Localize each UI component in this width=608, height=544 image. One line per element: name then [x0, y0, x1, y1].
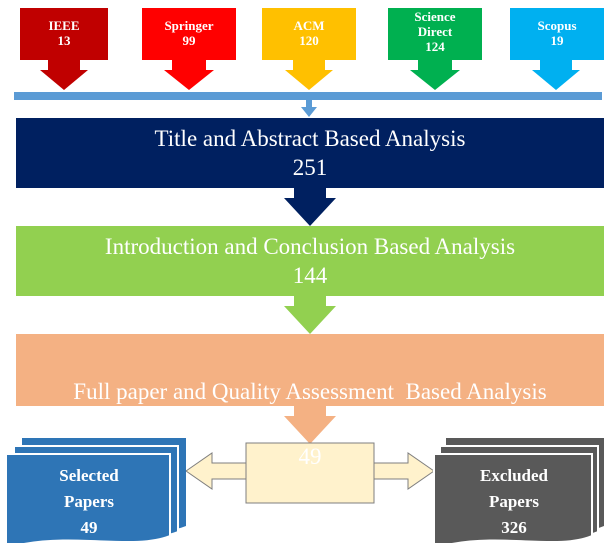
source-springer-shape — [142, 8, 236, 90]
excluded-papers-shape — [433, 438, 604, 544]
source-science-direct-name-line1: Science — [414, 9, 456, 24]
stage-intro-conclusion-box — [16, 226, 604, 296]
collector-arrow — [301, 100, 317, 117]
source-acm-shape — [262, 8, 356, 90]
stage-title-abstract-box — [16, 118, 604, 188]
source-science-direct-name-line2: Direct — [417, 24, 453, 39]
center-box — [245, 442, 375, 504]
excluded-papers-line2: Papers — [488, 492, 540, 511]
source-scopus-name: Scopus — [537, 18, 577, 33]
source-scopus-shape — [510, 8, 604, 90]
excluded-papers-count: 326 — [501, 518, 527, 537]
excluded-papers-label: Excluded Papers 326 — [450, 463, 578, 541]
source-science-direct-label: Science Direct 124 — [388, 9, 482, 54]
selected-papers-line1: Selected — [59, 466, 119, 485]
stage-intro-conclusion: Introduction and Conclusion Based Analys… — [16, 232, 604, 290]
collector-bar — [14, 92, 602, 100]
selected-papers-line2: Papers — [63, 492, 115, 511]
double-arrow — [185, 452, 435, 490]
excluded-papers-line1: Excluded — [479, 466, 549, 485]
source-springer-count: 99 — [182, 33, 196, 48]
source-ieee-shape — [20, 8, 108, 90]
source-springer-name: Springer — [164, 18, 214, 33]
stage-title-abstract-title: Title and Abstract Based Analysis — [154, 126, 466, 151]
stage-title-abstract-count: 251 — [292, 155, 328, 180]
stage-arrow-2 — [284, 296, 336, 334]
stage-full-paper-title: Full paper and Quality Assessment Based … — [73, 379, 547, 404]
source-ieee-name: IEEE — [48, 18, 80, 33]
stage-arrow-1 — [284, 188, 336, 226]
source-ieee-label: IEEE 13 — [20, 18, 108, 48]
selected-papers-count: 49 — [80, 518, 98, 537]
source-science-direct-shape — [388, 8, 482, 90]
source-science-direct-count: 124 — [425, 39, 445, 54]
source-acm-label: ACM 120 — [262, 18, 356, 48]
stage-intro-conclusion-title: Introduction and Conclusion Based Analys… — [104, 234, 516, 259]
source-ieee-count: 13 — [57, 33, 71, 48]
selected-papers-shape — [5, 438, 186, 544]
stage-full-paper-box — [16, 334, 604, 406]
stage-intro-conclusion-count: 144 — [292, 263, 328, 288]
source-scopus-count: 19 — [550, 33, 564, 48]
stage-title-abstract: Title and Abstract Based Analysis 251 — [16, 124, 604, 182]
source-scopus-label: Scopus 19 — [510, 18, 604, 48]
source-acm-count: 120 — [299, 33, 319, 48]
source-springer-label: Springer 99 — [142, 18, 236, 48]
selected-papers-label: Selected Papers 49 — [20, 463, 158, 541]
stage-arrow-3 — [284, 406, 336, 444]
stage-full-paper-count: 49 — [298, 444, 322, 469]
source-acm-name: ACM — [293, 18, 325, 33]
stage-full-paper: Full paper and Quality Assessment Based … — [16, 341, 604, 489]
